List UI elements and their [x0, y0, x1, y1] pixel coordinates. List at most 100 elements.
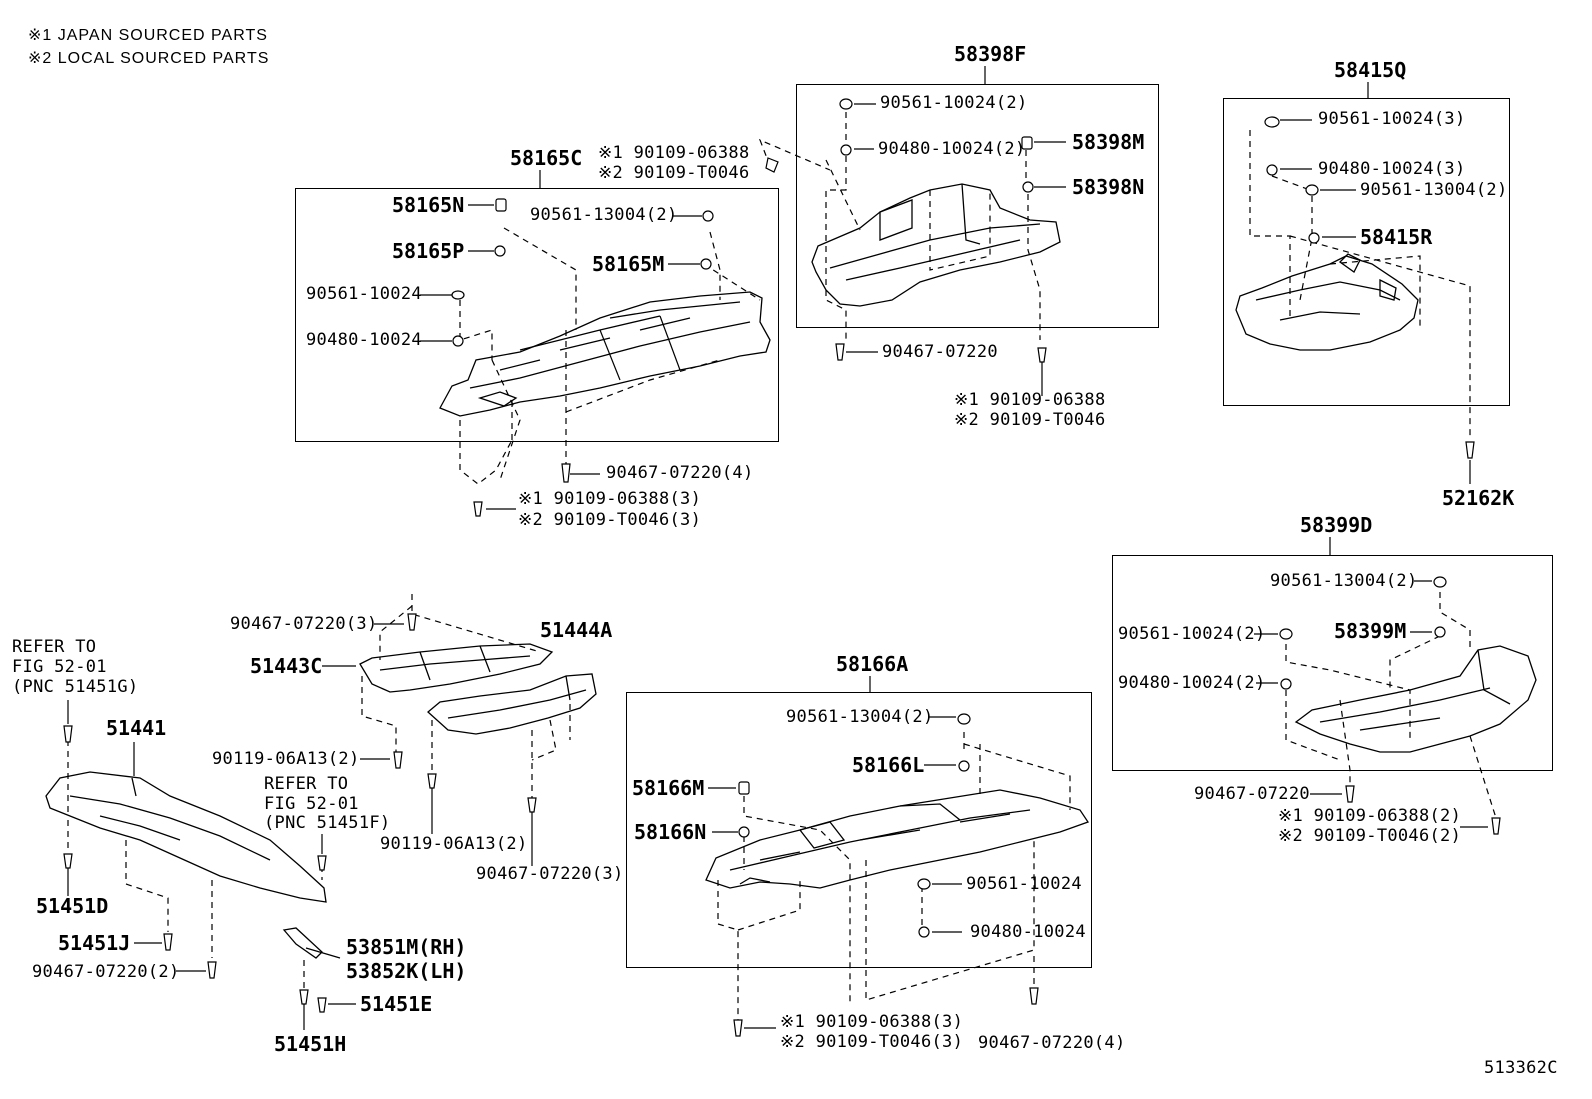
label-58398F-bot-l: ※2 90109-T0046: [954, 410, 1106, 430]
label-58398F-90480: 90480-10024(2): [878, 139, 1026, 159]
label-51451E: 51451E: [360, 992, 433, 1016]
fasteners-58166A: [733, 713, 1039, 1037]
label-58165C-bot-l: ※2 90109-T0046(3): [518, 510, 702, 530]
label-58165C-bot-j: ※1 90109-06388(3): [518, 489, 702, 509]
panel-58166A: [705, 789, 1090, 889]
frame-58415Q: [1223, 98, 1510, 406]
label-58165C-90561-13004: 90561-13004(2): [530, 205, 678, 225]
fasteners-58165C: [451, 157, 779, 517]
fasteners-front: [63, 613, 537, 1013]
panel-58399D: [1294, 645, 1537, 753]
label-front-90119-a: 90119-06A13(2): [212, 749, 360, 769]
label-58166N: 58166N: [634, 820, 707, 844]
title-58415Q: 58415Q: [1334, 58, 1407, 82]
label-58165C-90561-10024: 90561-10024: [306, 284, 422, 304]
label-58165C-top-l: ※2 90109-T0046: [598, 163, 750, 183]
legend-japan: ※1 JAPAN SOURCED PARTS: [28, 27, 268, 44]
label-58166A-90561-10024: 90561-10024: [966, 874, 1082, 894]
dashes-58165C: [459, 227, 761, 485]
label-58166A-90561-13004: 90561-13004(2): [786, 707, 934, 727]
label-51451D: 51451D: [36, 894, 109, 918]
dashes-58415Q: [1249, 130, 1471, 436]
leaders-58415Q: [1280, 119, 1471, 484]
label-58415R: 58415R: [1360, 225, 1433, 249]
dashes-58399D: [1285, 592, 1497, 819]
label-58399D-bot-l: ※2 90109-T0046(2): [1278, 826, 1462, 846]
frame-58166A: [626, 692, 1092, 968]
label-58399D-90480: 90480-10024(2): [1118, 673, 1266, 693]
dashes-58398F: [825, 112, 1041, 340]
label-ref1-line1: REFER TO: [12, 637, 97, 657]
label-58399D-bot-j: ※1 90109-06388(2): [1278, 806, 1462, 826]
label-front-90467-2: 90467-07220(2): [32, 962, 180, 982]
label-53852K: 53852K(LH): [346, 959, 467, 983]
label-58166M: 58166M: [632, 776, 705, 800]
label-51444A: 51444A: [540, 618, 613, 642]
legend-local: ※2 LOCAL SOURCED PARTS: [28, 50, 270, 67]
label-58166L: 58166L: [852, 753, 925, 777]
label-front-90119-b: 90119-06A13(2): [380, 834, 528, 854]
label-51451J: 51451J: [58, 931, 131, 955]
title-58165C: 58165C: [510, 146, 583, 170]
label-58399M: 58399M: [1334, 619, 1407, 643]
dashes-front-upper: [361, 594, 571, 798]
label-58166A-90480-10024: 90480-10024: [970, 922, 1086, 942]
label-58415Q-90480: 90480-10024(3): [1318, 159, 1466, 179]
dashes-58166A: [717, 732, 1071, 1020]
label-58165C-90467: 90467-07220(4): [606, 463, 754, 483]
panel-51443C: [359, 643, 554, 693]
label-58398N: 58398N: [1072, 175, 1145, 199]
label-51443C: 51443C: [250, 654, 323, 678]
label-58399D-90561-13004: 90561-13004(2): [1270, 571, 1418, 591]
label-51451H: 51451H: [274, 1032, 347, 1056]
fasteners-58399D: [1279, 576, 1501, 835]
title-leaders: [539, 66, 1369, 692]
leaders-58398F: [846, 103, 1066, 396]
label-ref1-line2: FIG 52-01: [12, 657, 107, 677]
label-58165N: 58165N: [392, 193, 465, 217]
frame-58165C: [295, 188, 779, 442]
leaders-58399D: [1254, 580, 1488, 828]
label-58165C-90480-10024: 90480-10024: [306, 330, 422, 350]
fasteners-58398F: [835, 98, 1047, 363]
label-58166A-90467: 90467-07220(4): [978, 1033, 1126, 1053]
label-front-90467-top: 90467-07220(3): [230, 614, 378, 634]
frame-58399D: [1112, 555, 1553, 771]
label-58166A-bot-j: ※1 90109-06388(3): [780, 1012, 964, 1032]
label-58166A-bot-l: ※2 90109-T0046(3): [780, 1032, 964, 1052]
panel-58398F: [811, 183, 1061, 307]
leaders-58165C: [420, 138, 831, 510]
title-58399D: 58399D: [1300, 513, 1373, 537]
label-53851M: 53851M(RH): [346, 935, 467, 959]
panel-58415Q: [1235, 253, 1419, 351]
label-58415Q-90561-13004: 90561-13004(2): [1360, 180, 1508, 200]
title-58398F: 58398F: [954, 42, 1027, 66]
label-ref2-line3: (PNC 51451F): [264, 813, 391, 833]
panel-51441: [45, 771, 327, 903]
frame-58398F: [796, 84, 1159, 328]
panel-51444A: [427, 673, 597, 735]
label-58398F-90467: 90467-07220: [882, 342, 998, 362]
label-58165M: 58165M: [592, 252, 665, 276]
label-58165C-top-j: ※1 90109-06388: [598, 143, 750, 163]
fasteners-58415Q: [1264, 116, 1475, 459]
leaders-front: [67, 623, 533, 1030]
label-58415Q-90561-10024: 90561-10024(3): [1318, 109, 1466, 129]
label-58398F-90561: 90561-10024(2): [880, 93, 1028, 113]
label-ref1-line3: (PNC 51451G): [12, 677, 139, 697]
diagram-id: 513362C: [1484, 1058, 1558, 1078]
label-front-90467-bot: 90467-07220(3): [476, 864, 624, 884]
label-ref2-line1: REFER TO: [264, 774, 349, 794]
leaders-58166A: [708, 716, 962, 1029]
label-58398F-bot-j: ※1 90109-06388: [954, 390, 1106, 410]
label-ref2-line2: FIG 52-01: [264, 794, 359, 814]
label-58398M: 58398M: [1072, 130, 1145, 154]
label-52162K: 52162K: [1442, 486, 1515, 510]
label-58399D-90467: 90467-07220: [1194, 784, 1310, 804]
panel-58165C: [439, 291, 771, 417]
title-58166A: 58166A: [836, 652, 909, 676]
label-51441: 51441: [106, 716, 167, 740]
label-58399D-90561-10024: 90561-10024(2): [1118, 624, 1266, 644]
